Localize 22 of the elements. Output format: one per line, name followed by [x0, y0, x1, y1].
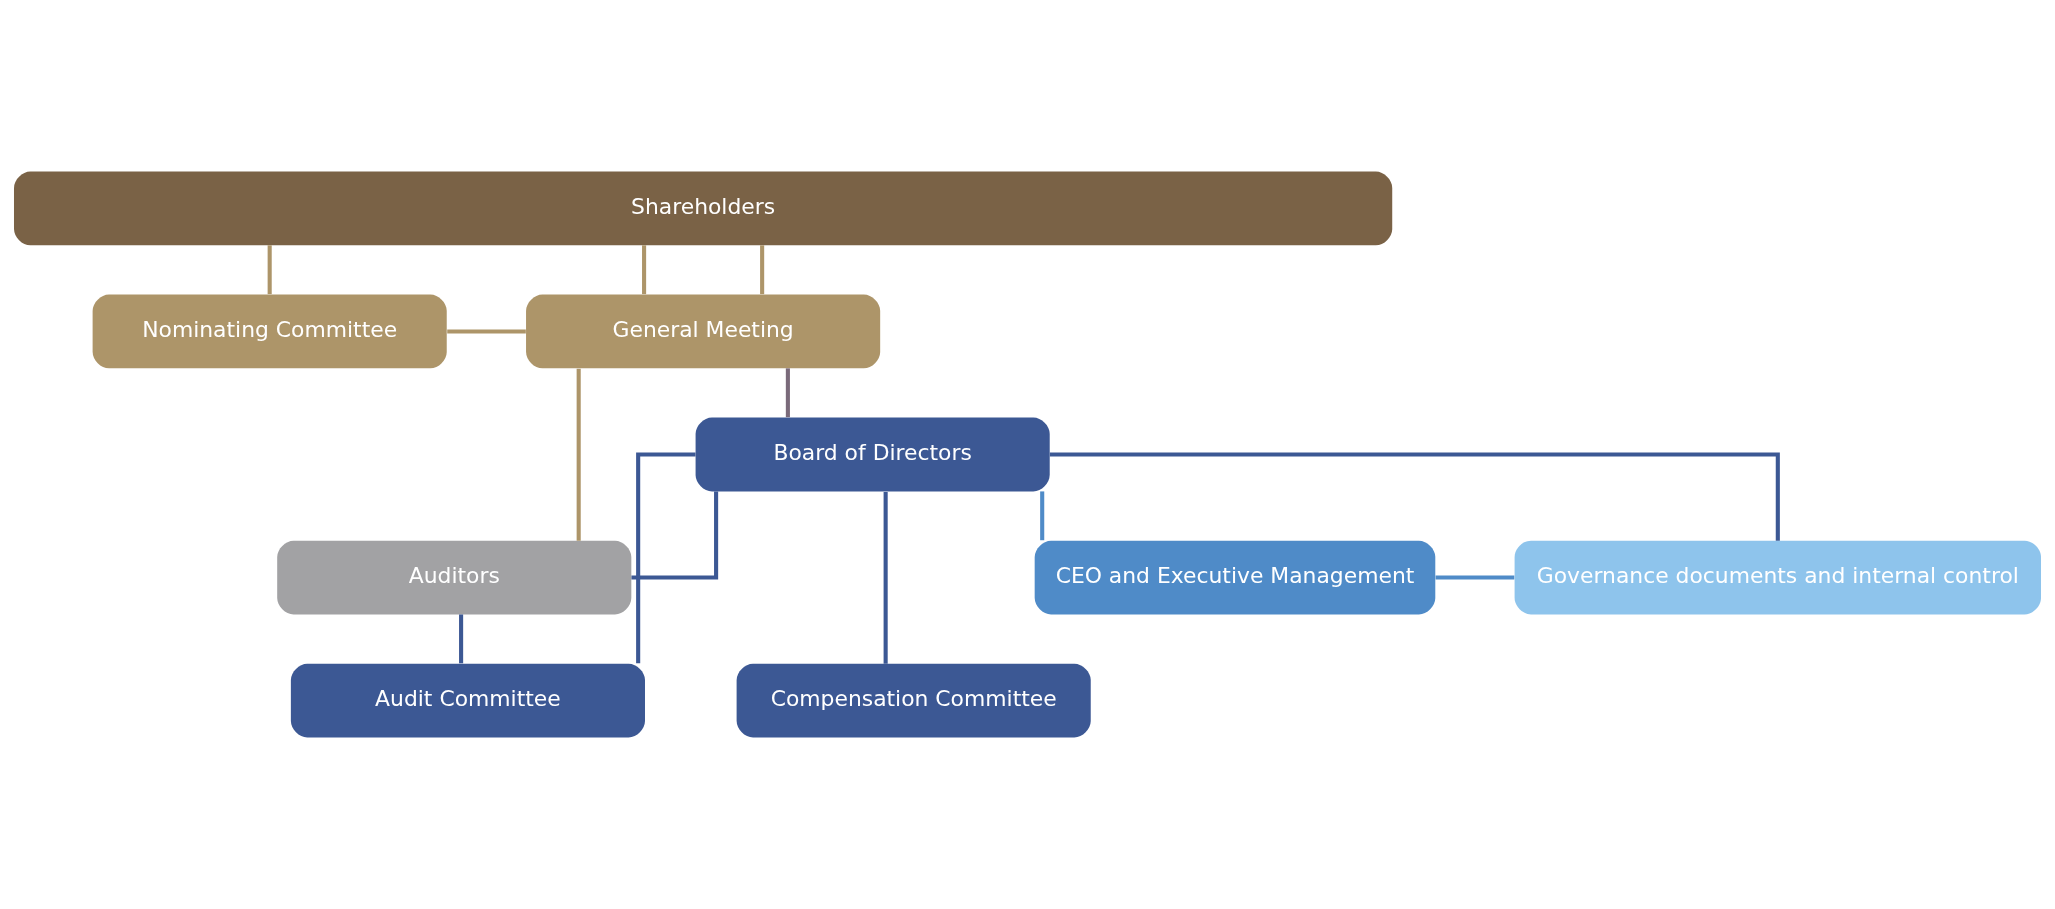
node-box: Shareholders — [14, 171, 1393, 246]
node-box: Auditors — [277, 540, 632, 615]
connector — [785, 368, 790, 418]
connector — [459, 614, 464, 664]
connector — [642, 245, 647, 295]
connector — [1040, 491, 1045, 541]
node-box: General Meeting — [526, 294, 881, 369]
connector — [883, 491, 888, 664]
connector — [1049, 452, 1780, 541]
node-box: Audit Committee — [290, 663, 645, 738]
node-box: Board of Directors — [695, 417, 1050, 492]
connector — [631, 491, 719, 580]
node-box: Governance documents and internal control — [1514, 540, 2041, 615]
connector — [760, 245, 765, 295]
node-box: Compensation Committee — [736, 663, 1091, 738]
node-box: CEO and Executive Management — [1034, 540, 1436, 615]
node-box: Nominating Committee — [92, 294, 447, 369]
connector — [576, 368, 581, 541]
connector — [1435, 575, 1515, 580]
connector — [267, 245, 272, 295]
connector — [636, 452, 696, 664]
connector — [447, 329, 526, 334]
